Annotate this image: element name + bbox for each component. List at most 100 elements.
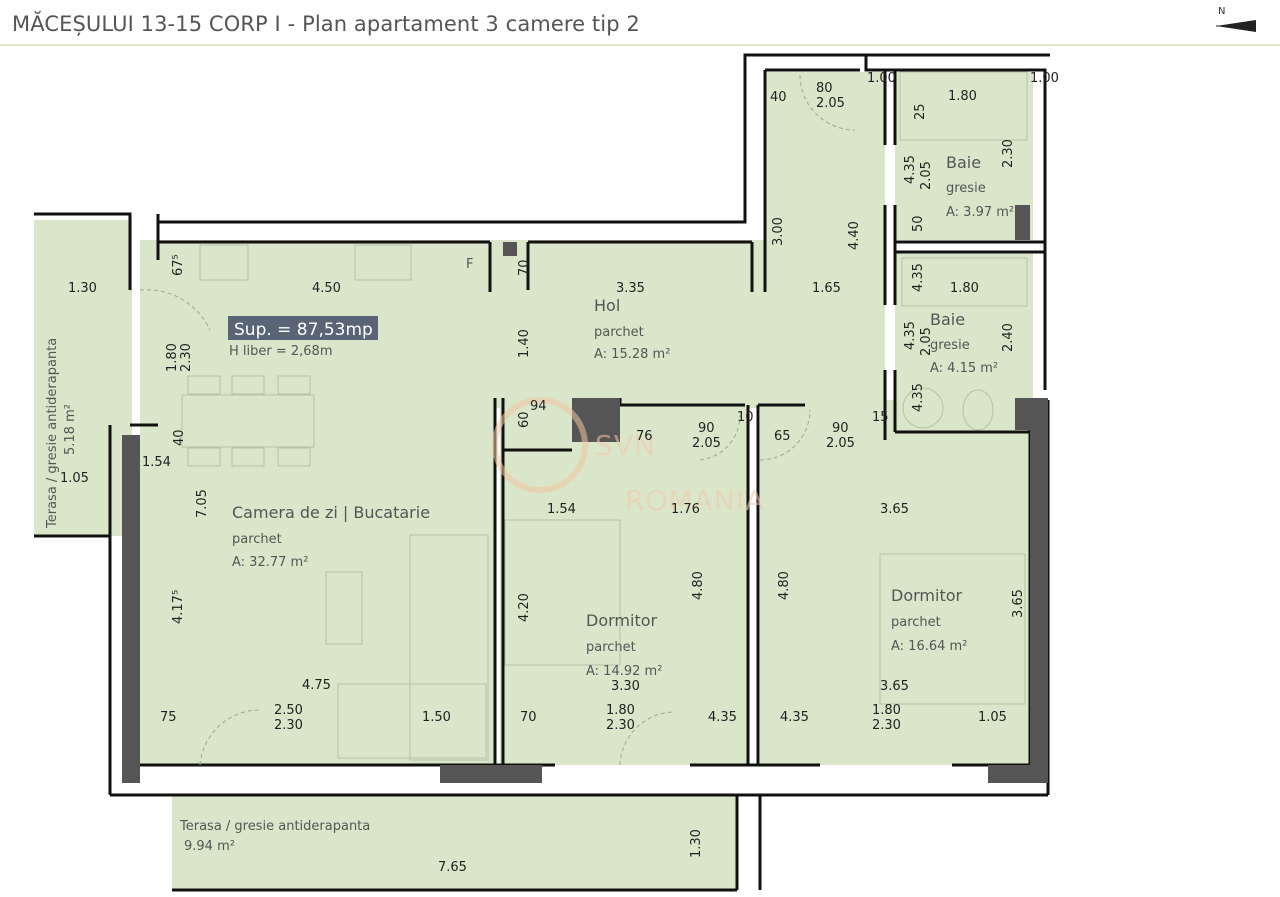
- dimension-label: 4.80: [777, 571, 792, 600]
- room-floor: parchet: [891, 615, 941, 630]
- dimension-label: 3.65: [880, 679, 909, 694]
- dimension-label: 2.30: [872, 718, 901, 733]
- watermark-brand: SVN: [595, 429, 656, 462]
- dimension-label: 1.30: [68, 281, 97, 296]
- dimension-label: 2.05: [826, 436, 855, 451]
- room-labels: Camera de zi | Bucatarie parchet A: 32.7…: [45, 153, 1014, 854]
- room-area: A: 32.77 m²: [232, 555, 308, 570]
- dimension-label: 1.80: [165, 343, 180, 372]
- header-bar: MĂCEȘULUI 13-15 CORP I - Plan apartament…: [0, 0, 1280, 46]
- room-area: A: 16.64 m²: [891, 639, 967, 654]
- room-name: Baie: [946, 153, 981, 172]
- dimension-label: 10: [737, 410, 754, 425]
- dimension-label: 3.30: [611, 679, 640, 694]
- room-area: A: 4.15 m²: [930, 361, 998, 376]
- room-area: A: 3.97 m²: [946, 205, 1014, 220]
- dimension-label: 7.65: [438, 860, 467, 875]
- dimension-label: 70: [517, 259, 532, 276]
- dimension-label: 4.80: [691, 571, 706, 600]
- dimension-label: 1.50: [422, 710, 451, 725]
- dimension-label: 2.30: [1001, 139, 1016, 168]
- dimension-label: 4.40: [847, 221, 862, 250]
- room-floor: parchet: [586, 640, 636, 655]
- room-name: Dormitor: [586, 611, 658, 630]
- room-area: A: 14.92 m²: [586, 664, 662, 679]
- dimension-label: 4.75: [302, 678, 331, 693]
- dimension-label: 1.05: [60, 471, 89, 486]
- dimension-label: 4.35: [911, 263, 926, 292]
- fridge-label: F: [466, 257, 473, 272]
- dimension-label: 1.76: [671, 502, 700, 517]
- dimension-label: 1.80: [948, 89, 977, 104]
- watermark: SVN ROMANIA: [492, 397, 765, 517]
- vertical-dimension-labels: 1.80 2.30 40 67⁵ 7.05 4.17⁵ 70 1.40 60 4…: [165, 103, 1026, 858]
- watermark-country: ROMANIA: [625, 484, 765, 517]
- dimension-label: 70: [520, 710, 537, 725]
- terrace-area: 5.18 m²: [63, 404, 78, 455]
- dimension-label: 2.05: [919, 161, 934, 190]
- terrace-label: Terasa / gresie antiderapanta: [179, 819, 370, 834]
- plan-title: MĂCEȘULUI 13-15 CORP I - Plan apartament…: [12, 12, 640, 36]
- dimension-label: 2.05: [919, 327, 934, 356]
- dimension-label: 4.35: [708, 710, 737, 725]
- dimension-label: 2.50: [274, 703, 303, 718]
- dimension-label: 3.35: [616, 281, 645, 296]
- dimension-label: 90: [698, 421, 715, 436]
- room-floor: parchet: [232, 532, 282, 547]
- dimension-label: 2.05: [816, 96, 845, 111]
- dimension-label: 50: [911, 215, 926, 232]
- room-name: Camera de zi | Bucatarie: [232, 503, 430, 522]
- room-area: A: 15.28 m²: [594, 347, 670, 362]
- dimension-label: 1.80: [872, 703, 901, 718]
- room-floor: parchet: [594, 325, 644, 340]
- dimension-label: 94: [530, 399, 547, 414]
- dimension-label: 1.05: [978, 710, 1007, 725]
- terrace-label: Terasa / gresie antiderapanta: [45, 338, 60, 529]
- dimension-label: 3.00: [771, 217, 786, 246]
- surface-label: Sup. = 87,53mp: [234, 320, 373, 340]
- dimension-label: 3.65: [880, 502, 909, 517]
- dimension-label: 25: [913, 103, 928, 120]
- dimension-label: 40: [172, 429, 187, 446]
- room-name: Baie: [930, 310, 965, 329]
- dimension-label: 1.54: [547, 502, 576, 517]
- dimension-label: 1.54: [142, 455, 171, 470]
- dimension-label: 2.30: [274, 718, 303, 733]
- dimension-label: 2.40: [1001, 323, 1016, 352]
- dimension-label: 80: [816, 81, 833, 96]
- dimension-label: 1.80: [950, 281, 979, 296]
- door-swings: [139, 74, 856, 766]
- north-label: N: [1218, 6, 1226, 17]
- dimension-label: 1.30: [689, 829, 704, 858]
- clear-height-label: H liber = 2,68m: [229, 344, 333, 359]
- dimension-label: 15: [872, 410, 889, 425]
- dimension-label: 1.40: [517, 329, 532, 358]
- surface-badge: [228, 316, 378, 340]
- terrace-area: 9.94 m²: [184, 839, 235, 854]
- dimension-label: 4.50: [312, 281, 341, 296]
- furniture: [181, 71, 1028, 761]
- room-name: Hol: [594, 296, 620, 315]
- room-floor: gresie: [946, 181, 986, 196]
- dimension-label: 2.30: [179, 343, 194, 372]
- dimension-label: 40: [770, 90, 787, 105]
- dimension-label: 4.20: [517, 593, 532, 622]
- dimension-label: 67⁵: [171, 254, 186, 276]
- dimension-label: 7.05: [195, 489, 210, 518]
- dimension-labels: 4.50 3.35 1.65 1.30 1.05 1.80 1.80 80 2.…: [60, 71, 1059, 875]
- dimension-label: 2.05: [692, 436, 721, 451]
- room-floor: gresie: [930, 338, 970, 353]
- dimension-label: 4.17⁵: [171, 590, 186, 624]
- structural-walls: [122, 205, 1048, 783]
- dimension-label: 76: [636, 429, 653, 444]
- dimension-label: 4.35: [903, 321, 918, 350]
- dimension-label: 4.35: [903, 155, 918, 184]
- room-name: Dormitor: [891, 586, 963, 605]
- dimension-label: 1.80: [606, 703, 635, 718]
- dimension-label: 1.65: [812, 281, 841, 296]
- dimension-label: 65: [774, 429, 791, 444]
- dimension-label: 2.30: [606, 718, 635, 733]
- dimension-label: 90: [832, 421, 849, 436]
- dimension-label: 60: [517, 411, 532, 428]
